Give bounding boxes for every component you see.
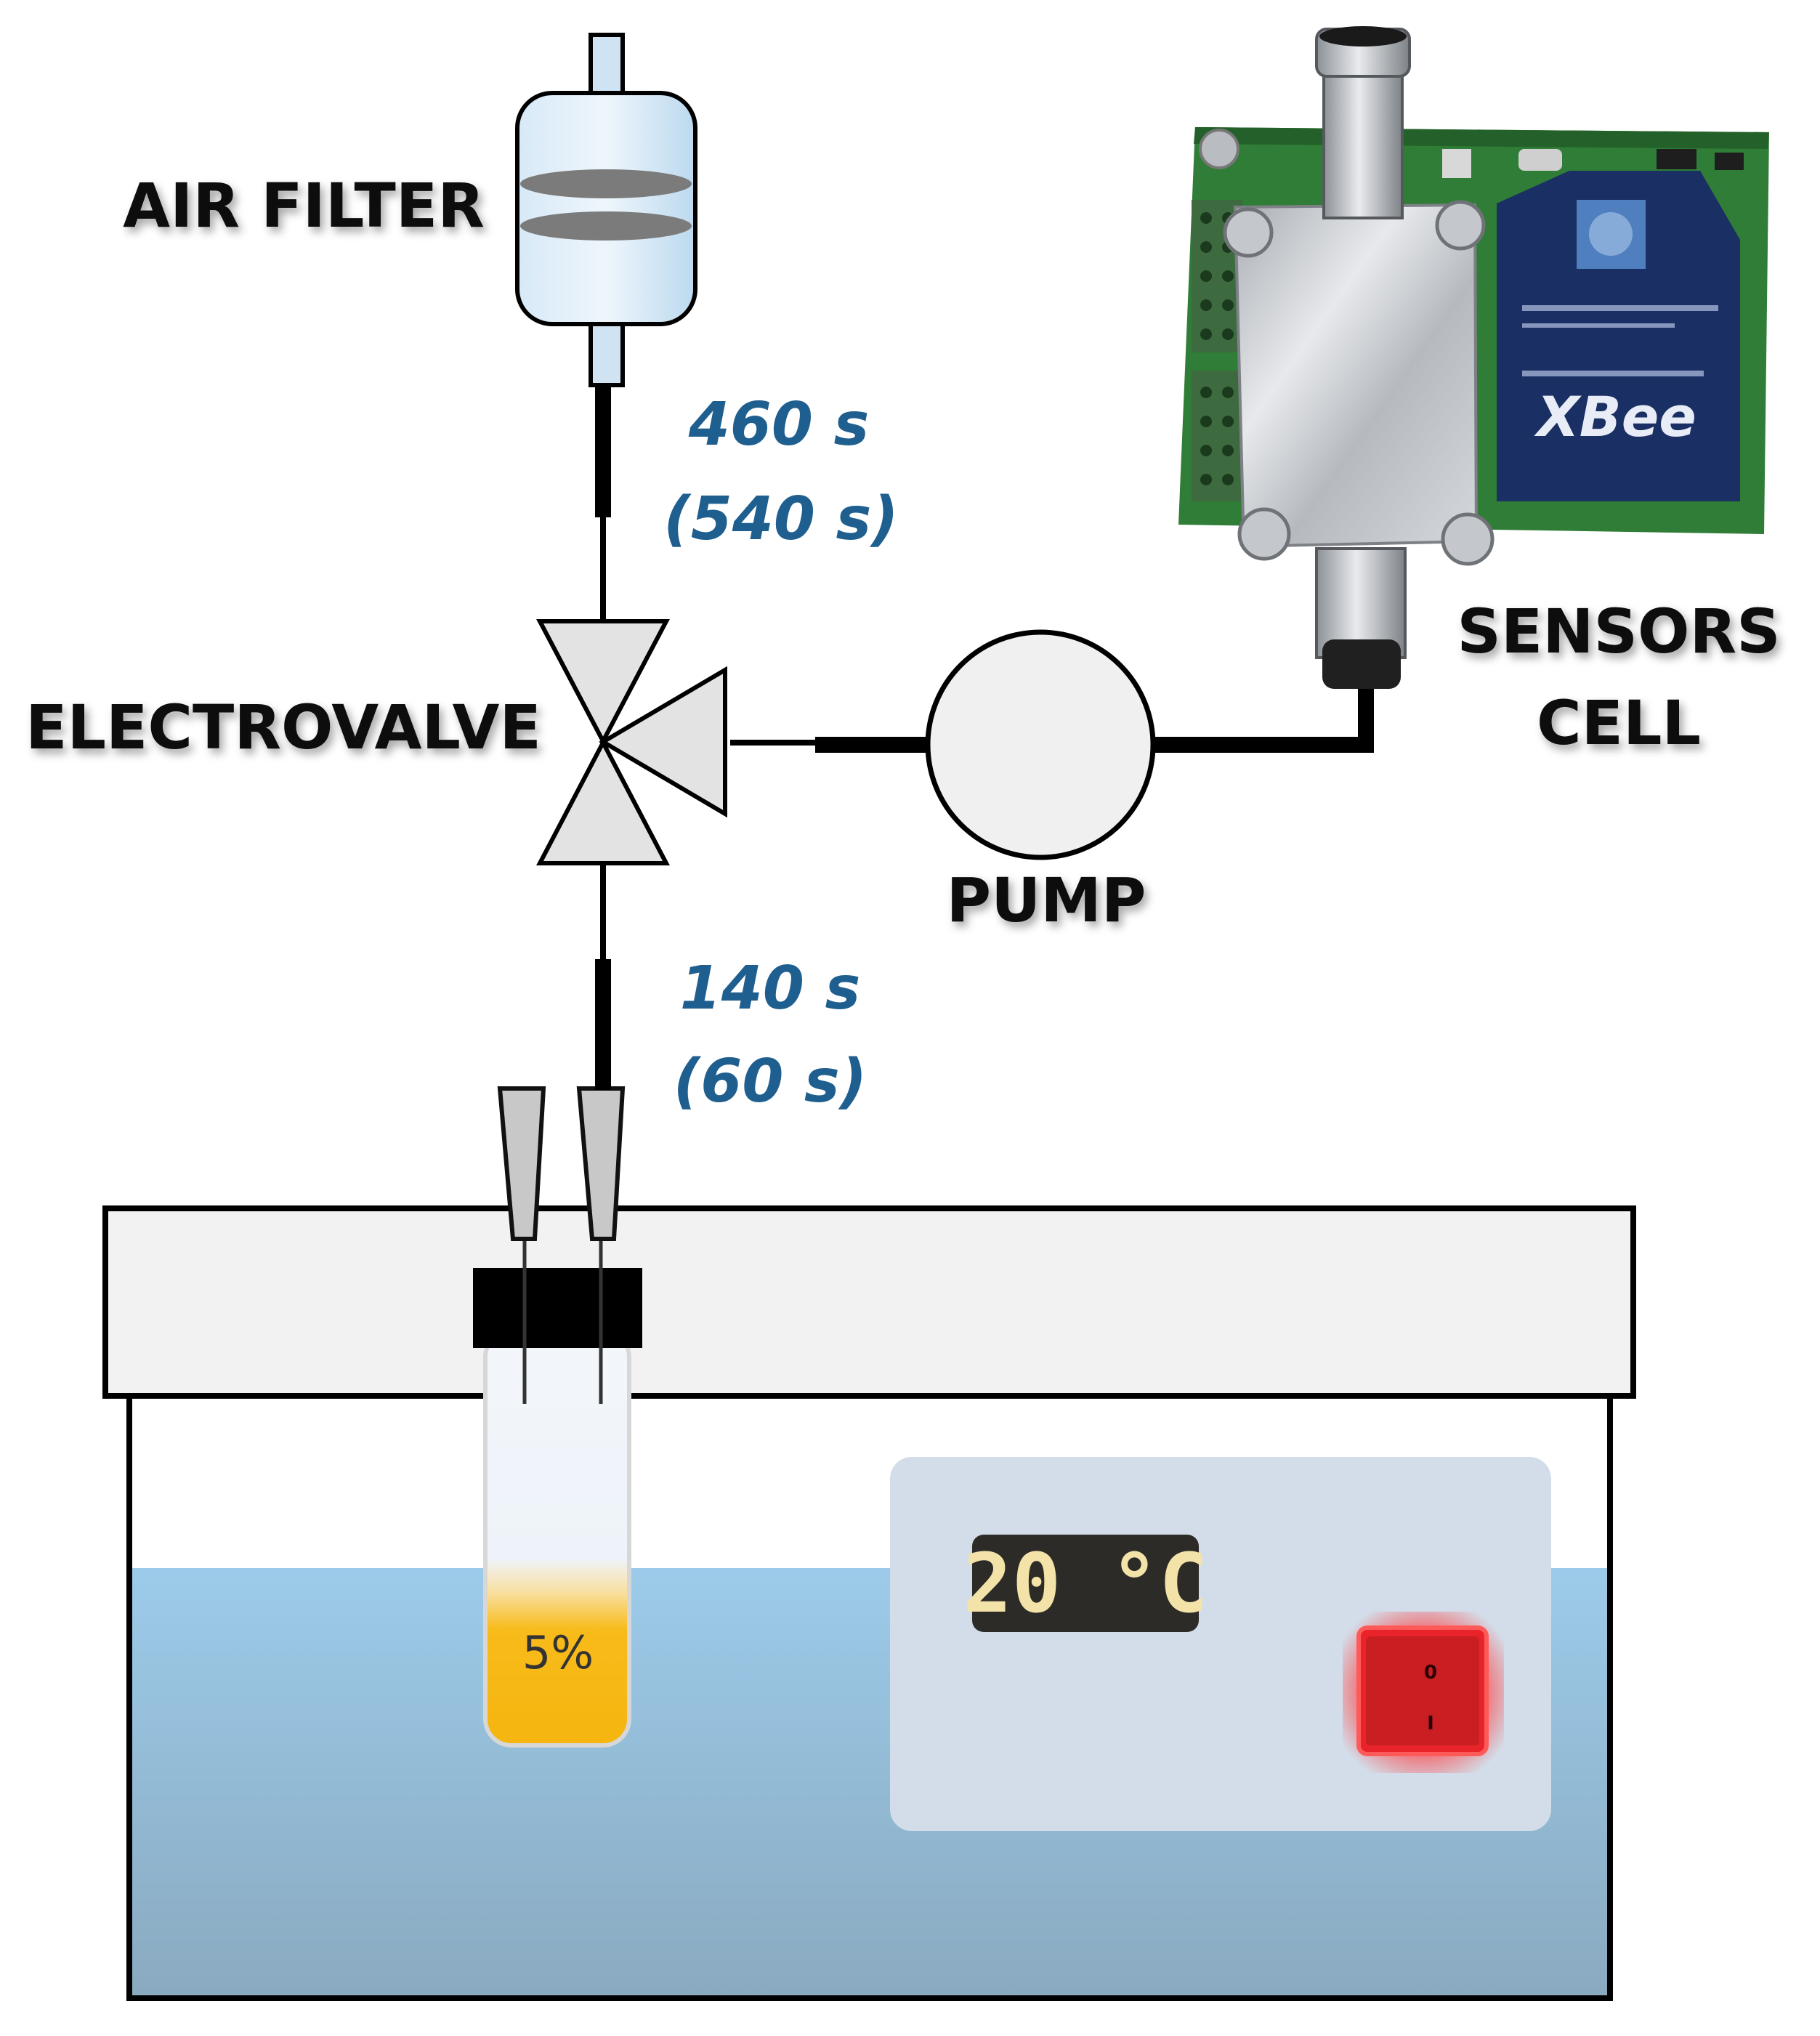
timing-upper-secondary: (540 s) — [663, 485, 898, 554]
cell-bottom-collet — [1322, 639, 1401, 689]
timing-lower-secondary: (60 s) — [674, 1047, 867, 1116]
labels: AIR FILTER ELECTROVALVE PUMP SENSORS CEL… — [25, 170, 1781, 1116]
electrovalve — [536, 619, 727, 865]
cell-screw-bl — [1237, 507, 1291, 561]
xbee-brand: XBee — [1534, 384, 1696, 449]
timing-upper-primary: 460 s — [688, 390, 870, 459]
label-sensors: SENSORS — [1457, 596, 1780, 667]
timing-lower-primary: 140 s — [680, 954, 861, 1023]
label-pump: PUMP — [947, 865, 1146, 936]
pcb-component-1 — [1442, 149, 1471, 178]
xbee-module: XBee — [1497, 171, 1740, 501]
cell-top-fitting — [1322, 64, 1404, 219]
valve-side-wedge — [599, 666, 727, 818]
temperature-readout: 20 °C — [963, 1537, 1208, 1631]
pcb-component-4 — [1715, 153, 1744, 170]
vial-concentration-label: 5% — [522, 1626, 594, 1679]
pcb-screw-top-left — [1199, 129, 1239, 169]
cell-screw-br — [1441, 512, 1495, 566]
pump-body — [925, 629, 1156, 860]
piping — [595, 384, 1374, 1090]
label-electrovalve: ELECTROVALVE — [25, 692, 541, 763]
temperature-display — [972, 1535, 1199, 1632]
filter-top-nozzle — [589, 33, 625, 102]
bath-lid — [102, 1205, 1636, 1399]
switch-on-label: I — [1427, 1713, 1434, 1734]
inlet-cone — [497, 1086, 546, 1241]
cell-screw-tl — [1223, 207, 1274, 258]
control-panel: 20 °C 0 I — [890, 1457, 1551, 1831]
cell-block — [1233, 203, 1479, 549]
label-cell: CELL — [1537, 687, 1701, 759]
filter-housing — [515, 91, 697, 326]
cell-screw-tr — [1435, 200, 1486, 251]
switch-off-label: 0 — [1424, 1662, 1437, 1684]
sample-vial: 5% — [473, 1086, 642, 1748]
vial-body — [483, 1329, 631, 1748]
valve-top-wedge — [536, 619, 670, 746]
power-switch-rocker — [1366, 1636, 1479, 1745]
filter-membrane-1 — [520, 169, 692, 198]
sensors-cell: XBee — [1178, 26, 1769, 689]
pump — [925, 629, 1156, 860]
filter-membrane-2 — [520, 211, 692, 241]
label-air-filter: AIR FILTER — [123, 170, 485, 241]
pipe-pump-sensor — [1154, 687, 1374, 753]
pcb-component-2 — [1518, 149, 1562, 171]
air-filter — [515, 33, 697, 387]
cell-top-port — [1319, 26, 1407, 47]
vial-cap — [473, 1268, 642, 1348]
pcb-component-3 — [1657, 149, 1696, 169]
valve-bottom-wedge — [536, 738, 670, 865]
